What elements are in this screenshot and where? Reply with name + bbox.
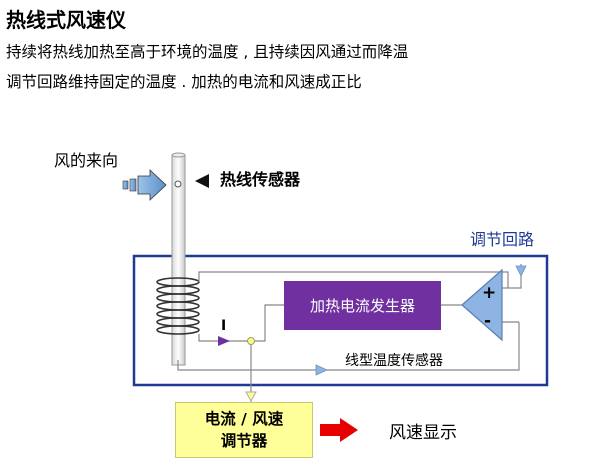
temperature-signal-arrow — [315, 364, 328, 376]
heating-current-generator: 加热电流发生器 — [284, 281, 441, 330]
wind-direction-label: 风的来向 — [54, 151, 119, 170]
hot-wire-tip — [174, 180, 182, 188]
op-amp-triangle — [461, 268, 503, 342]
amp-minus-input: - — [484, 311, 492, 331]
current-arrow — [218, 336, 230, 346]
wind-speed-display-label: 风速显示 — [389, 423, 457, 443]
page-title: 热线式风速仪 — [6, 8, 126, 32]
hot-wire-pointer-arrow — [195, 174, 209, 188]
circuit-wires — [177, 264, 522, 402]
current-symbol: I — [221, 318, 227, 334]
wind-direction-arrow — [122, 169, 167, 201]
description-line-1: 持续将热线加热至高于环境的温度 , 且持续因风通过而降温 — [6, 43, 409, 61]
heater-coil — [156, 277, 200, 335]
control-loop-frame — [132, 254, 549, 387]
output-arrow — [320, 418, 358, 442]
current-node — [247, 337, 255, 345]
signal-down-arrow — [245, 391, 257, 403]
description-line-2: 调节回路维持固定的温度 . 加热的电流和风速成正比 — [6, 73, 362, 91]
temperature-sensor-label: 线型温度传感器 — [345, 353, 443, 369]
regulator-line-1: 电流 / 风速 — [204, 410, 284, 428]
hot-wire-sensor-label: 热线传感器 — [220, 170, 301, 189]
reference-input-arrow — [515, 265, 527, 277]
regulator-line-2: 调节器 — [220, 432, 268, 450]
current-wind-speed-regulator: 电流 / 风速 调节器 — [175, 402, 313, 458]
control-loop-label: 调节回路 — [470, 230, 535, 249]
amp-plus-input: + — [482, 283, 497, 303]
